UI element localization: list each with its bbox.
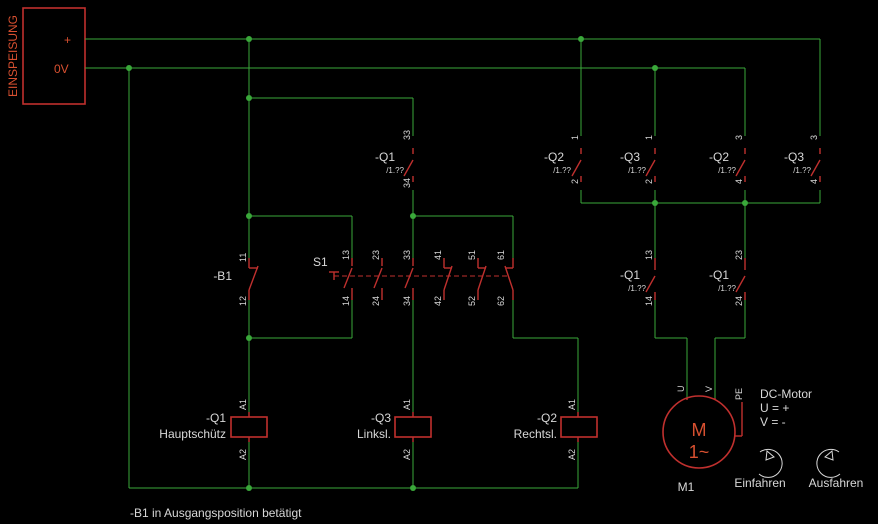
pin-label: 3 <box>809 135 819 140</box>
contact-ref: /1.?? <box>553 166 571 175</box>
motor-m1: M 1~ M1 U V PE DC-Motor U = + V = - <box>662 386 812 494</box>
pin-label: 4 <box>809 179 819 184</box>
coil-label: Linksl. <box>357 427 391 441</box>
contact-ref: /1.?? <box>386 166 404 175</box>
rails <box>85 38 821 136</box>
note-text: -B1 in Ausgangsposition betätigt <box>130 506 302 520</box>
pin-label: A2 <box>567 449 577 460</box>
pin-label: 34 <box>402 178 412 188</box>
pin-label: 51 <box>467 250 477 260</box>
contact-q1-top: -Q1 /1.?? 33 34 <box>375 130 414 188</box>
pin-label: 42 <box>433 296 443 306</box>
supply-block <box>22 7 86 105</box>
pin-label: 33 <box>402 130 412 140</box>
contact-ref: /1.?? <box>718 284 736 293</box>
pin-label: 23 <box>734 250 744 260</box>
contact-q2-a: -Q2 /1.?? 1 2 <box>544 135 582 184</box>
contact-ref: /1.?? <box>628 166 646 175</box>
motor-desc-line1: DC-Motor <box>760 387 812 401</box>
coil-name: -Q3 <box>371 411 391 425</box>
selector-switch-s1: S1 13 23 33 41 51 61 14 24 34 42 52 62 <box>313 250 514 306</box>
supply-plus-label: + <box>64 33 71 47</box>
pin-label: 52 <box>467 296 477 306</box>
pin-label: 24 <box>371 296 381 306</box>
direction-right-label: Ausfahren <box>809 476 864 490</box>
pin-label: 33 <box>402 250 412 260</box>
contact-name: -Q1 <box>620 268 640 282</box>
contact-name: -Q3 <box>784 150 804 164</box>
pin-label: 2 <box>570 179 580 184</box>
pin-label: 24 <box>734 296 744 306</box>
supply-title: EINSPEISUNG <box>6 15 20 97</box>
pin-label: 4 <box>734 179 744 184</box>
switch-name: -B1 <box>213 269 232 283</box>
motor-designation: M1 <box>678 480 695 494</box>
pin-label: A1 <box>402 399 412 410</box>
pin-label: 2 <box>644 179 654 184</box>
coil-q1: -Q1 Hauptschütz A1 A2 <box>159 399 268 460</box>
pin-label: 14 <box>644 296 654 306</box>
coil-name: -Q1 <box>206 411 226 425</box>
coil-name: -Q2 <box>537 411 557 425</box>
motor-pin-pe: PE <box>734 388 744 400</box>
pin-label: 13 <box>644 250 654 260</box>
contact-name: -Q3 <box>620 150 640 164</box>
right-branch-wires <box>580 39 821 398</box>
pin-label: 23 <box>371 250 381 260</box>
pin-label: 61 <box>496 250 506 260</box>
contact-q3-b: -Q3 /1.?? 3 4 <box>784 135 821 184</box>
coil-label: Hauptschütz <box>159 427 226 441</box>
motor-pin-u: U <box>676 386 686 393</box>
direction-left-label: Einfahren <box>734 476 785 490</box>
pin-label: 3 <box>734 135 744 140</box>
pin-label: 14 <box>341 296 351 306</box>
pin-label: 34 <box>402 296 412 306</box>
contact-ref: /1.?? <box>628 284 646 293</box>
contact-q3-a: -Q3 /1.?? 1 2 <box>620 135 656 184</box>
pin-label: 11 <box>238 253 248 262</box>
contact-q1-motor-2: -Q1 /1.?? 23 24 <box>709 250 746 306</box>
motor-phase: 1~ <box>689 442 710 462</box>
pin-label: 62 <box>496 296 506 306</box>
coil-label: Rechtsl. <box>514 427 557 441</box>
motor-desc-line3: V = - <box>760 415 786 429</box>
pin-label: A1 <box>567 399 577 410</box>
supply-0v-label: 0V <box>54 62 69 76</box>
pin-label: 1 <box>570 135 580 140</box>
contact-name: -Q2 <box>709 150 729 164</box>
coil-q2: -Q2 Rechtsl. A1 A2 <box>514 399 598 460</box>
contact-ref: /1.?? <box>718 166 736 175</box>
pin-label: A1 <box>238 399 248 410</box>
contact-ref: /1.?? <box>793 166 811 175</box>
switch-name: S1 <box>313 255 328 269</box>
pin-label: 13 <box>341 250 351 260</box>
pin-label: 1 <box>644 135 654 140</box>
contact-q1-motor-1: -Q1 /1.?? 13 14 <box>620 250 656 306</box>
left-branch-wires <box>128 39 579 489</box>
motor-symbol: M <box>692 420 707 440</box>
pin-label: 41 <box>433 250 443 260</box>
coil-q3: -Q3 Linksl. A1 A2 <box>357 399 432 460</box>
contact-name: -Q1 <box>709 268 729 282</box>
pin-label: 12 <box>238 296 248 306</box>
junctions <box>126 36 748 491</box>
rotation-left-icon <box>758 448 783 478</box>
contact-q2-b: -Q2 /1.?? 3 4 <box>709 135 746 184</box>
motor-desc-line2: U = + <box>760 401 789 415</box>
pin-label: A2 <box>402 449 412 460</box>
limit-switch-b1: -B1 11 12 <box>213 253 259 306</box>
motor-pin-v: V <box>704 386 714 392</box>
rotation-right-icon <box>816 448 841 478</box>
contact-name: -Q1 <box>375 150 395 164</box>
pin-label: A2 <box>238 449 248 460</box>
contact-name: -Q2 <box>544 150 564 164</box>
